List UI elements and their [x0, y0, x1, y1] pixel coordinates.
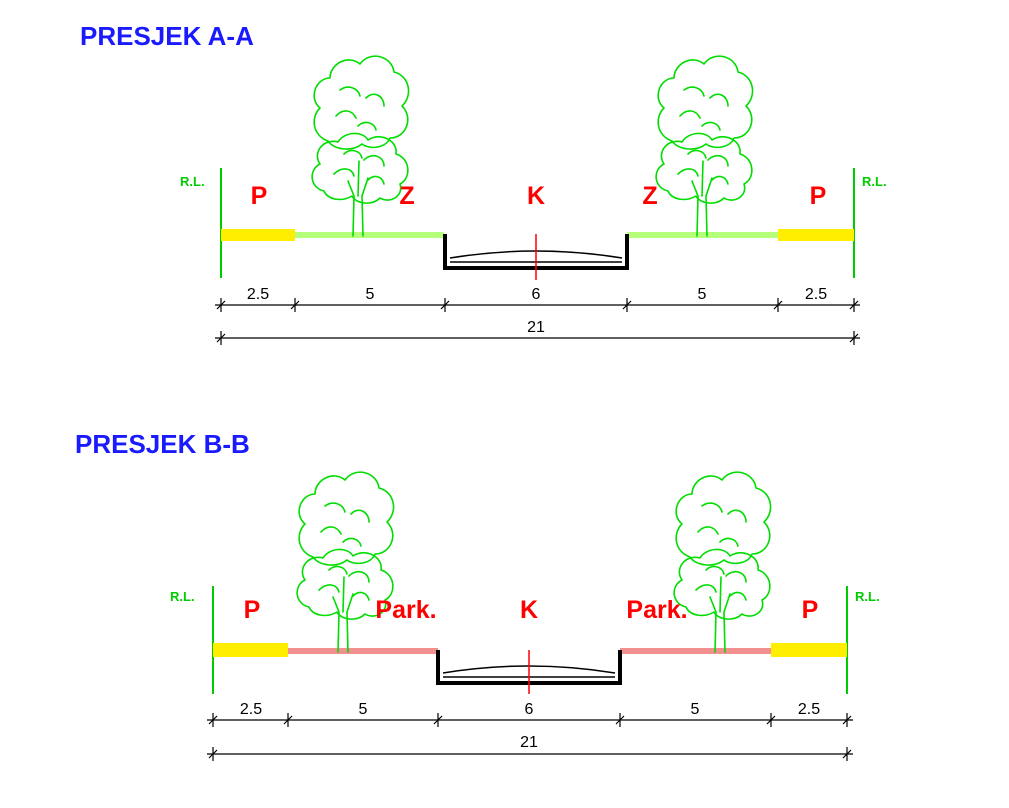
zone-label-sidewalk-left: P — [244, 596, 261, 624]
dim-value: 6 — [532, 286, 541, 303]
dim-value: 5 — [359, 701, 368, 718]
green-strip-right — [627, 232, 778, 238]
dim-value: 2.5 — [240, 701, 262, 718]
parking-strip-left — [288, 648, 438, 654]
zone-label-green-left: Z — [399, 182, 414, 210]
rl-label-left: R.L. — [170, 589, 195, 604]
parking-strip-right — [620, 648, 771, 654]
zone-label-sidewalk-left: P — [251, 182, 268, 210]
section-b: PRESJEK B-B R.L. R.L. P Park. K Park. P — [75, 429, 880, 762]
sidewalk-left — [221, 229, 295, 241]
green-strip-left — [295, 232, 444, 238]
dim-value: 2.5 — [798, 701, 820, 718]
dim-value: 5 — [691, 701, 700, 718]
dim-value: 2.5 — [247, 286, 269, 303]
section-a-title: PRESJEK A-A — [80, 21, 254, 51]
sidewalk-left — [213, 643, 288, 657]
section-b-title: PRESJEK B-B — [75, 429, 250, 459]
tree-icon — [296, 471, 395, 653]
dim-value: 5 — [698, 286, 707, 303]
dimension-line-parts: 2.5 5 6 5 2.5 — [215, 286, 860, 313]
zone-label-parking-right: Park. — [626, 596, 687, 624]
tree-icon — [311, 55, 410, 237]
sidewalk-right — [771, 643, 847, 657]
rl-label-left: R.L. — [180, 174, 205, 189]
zone-label-green-right: Z — [642, 182, 657, 210]
dim-total: 21 — [527, 319, 545, 336]
dimension-line-parts: 2.5 5 6 5 2.5 — [207, 701, 853, 728]
dimension-line-total: 21 — [215, 319, 860, 346]
rl-label-right: R.L. — [862, 174, 887, 189]
section-a: PRESJEK A-A R.L. R.L. P Z K Z P — [80, 21, 887, 346]
tree-icon — [673, 471, 772, 653]
dim-total: 21 — [520, 734, 538, 751]
dimension-line-total: 21 — [207, 734, 853, 762]
dim-value: 2.5 — [805, 286, 827, 303]
dim-value: 6 — [525, 701, 534, 718]
dim-value: 5 — [366, 286, 375, 303]
zone-label-carriageway: K — [520, 596, 538, 624]
tree-icon — [655, 55, 754, 237]
zone-label-sidewalk-right: P — [802, 596, 819, 624]
rl-label-right: R.L. — [855, 589, 880, 604]
zone-label-carriageway: K — [527, 182, 545, 210]
zone-label-parking-left: Park. — [375, 596, 436, 624]
sidewalk-right — [778, 229, 854, 241]
zone-label-sidewalk-right: P — [810, 182, 827, 210]
